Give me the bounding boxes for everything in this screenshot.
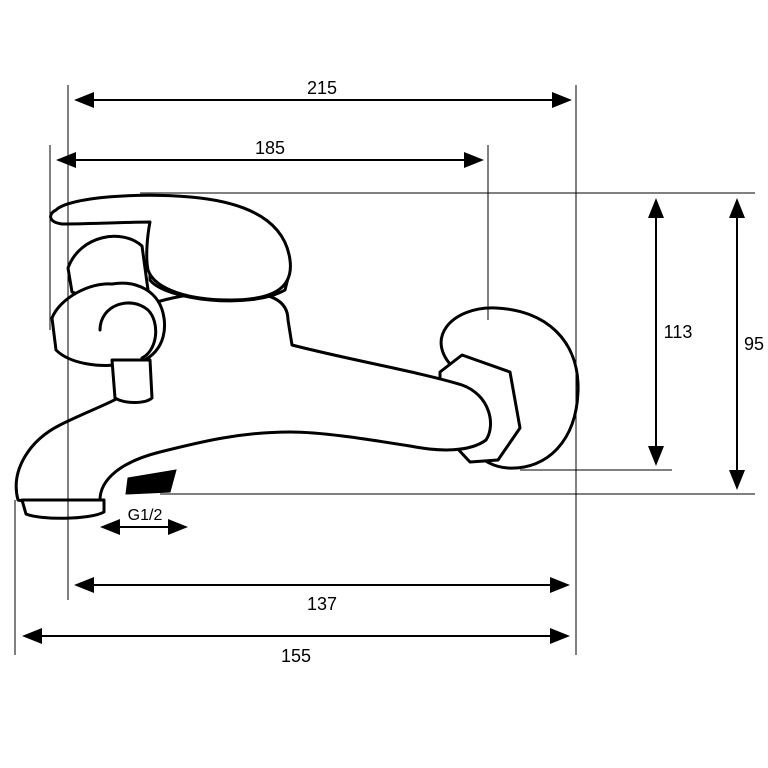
spout-outlet [20, 498, 106, 520]
dimension-113: 113 [648, 198, 698, 466]
lever-handle [49, 193, 292, 302]
tap-outline [14, 193, 580, 520]
dimension-215: 215 [74, 78, 572, 108]
dimension-95: 95 [729, 198, 766, 490]
dimension-137-label: 137 [307, 594, 337, 614]
dimension-g12: G1/2 [100, 507, 188, 535]
dimension-215-label: 215 [307, 78, 337, 98]
dimension-95-label: 95 [744, 334, 764, 354]
dimension-137: 137 [74, 577, 570, 614]
dimension-g12-label: G1/2 [128, 507, 163, 524]
dimension-185: 185 [56, 138, 484, 168]
dimension-185-label: 185 [255, 138, 285, 158]
dimension-155: 155 [22, 628, 570, 666]
diverter-stem [110, 358, 154, 404]
outlet-thread [125, 469, 177, 495]
dimension-155-label: 155 [281, 646, 311, 666]
diverter-knob-detail [98, 301, 158, 360]
dimension-113-label: 113 [664, 322, 693, 342]
extension-lines [14, 85, 755, 655]
